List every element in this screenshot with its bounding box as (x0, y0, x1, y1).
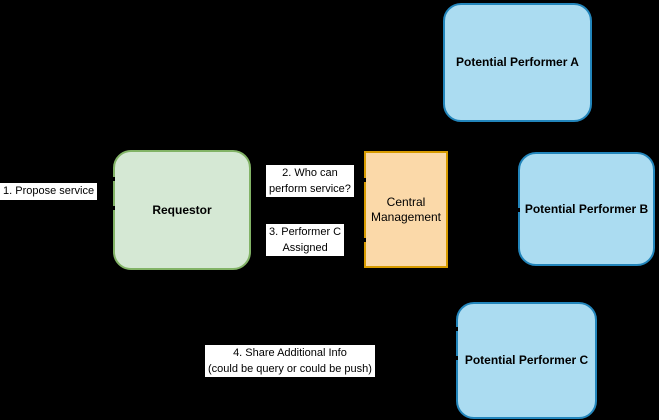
connector-stub (361, 178, 366, 182)
flow-label-share-additional-info-line1: 4. Share Additional Info (233, 347, 347, 359)
flow-label-propose-service: 1. Propose service (0, 183, 98, 200)
node-potential-performer-c: Potential Performer C (456, 302, 597, 419)
flow-label-share-additional-info: 4. Share Additional Info (could be query… (205, 345, 375, 377)
flow-label-performer-c-assigned-line2: Assigned (282, 242, 328, 254)
connector-stub (515, 208, 520, 212)
flow-label-performer-c-assigned-line1: 3. Performer C (269, 226, 342, 238)
connector-stub (361, 238, 366, 242)
node-potential-performer-b-label: Potential Performer B (524, 201, 649, 216)
flow-label-performer-c-assigned: 3. Performer C Assigned (266, 224, 345, 256)
node-central-management-label: Central Management (370, 194, 442, 224)
node-potential-performer-a: Potential Performer A (443, 3, 592, 122)
flow-label-propose-service-text: 1. Propose service (3, 185, 95, 197)
flow-label-who-can-perform-line1: 2. Who can (282, 167, 338, 179)
node-requestor: Requestor (113, 150, 251, 270)
node-central-management: Central Management (364, 151, 448, 268)
connector-stub (453, 356, 458, 360)
flow-label-share-additional-info-line2: (could be query or could be push) (208, 363, 372, 375)
node-potential-performer-c-label: Potential Performer C (464, 353, 589, 367)
node-potential-performer-b: Potential Performer B (518, 152, 655, 266)
node-potential-performer-a-label: Potential Performer A (456, 55, 579, 69)
flow-label-who-can-perform: 2. Who can perform service? (266, 165, 354, 197)
connector-stub (453, 327, 458, 331)
node-requestor-label: Requestor (152, 202, 212, 217)
connector-stub (110, 206, 115, 210)
connector-stub (110, 177, 115, 181)
flow-label-who-can-perform-line2: perform service? (269, 183, 351, 195)
